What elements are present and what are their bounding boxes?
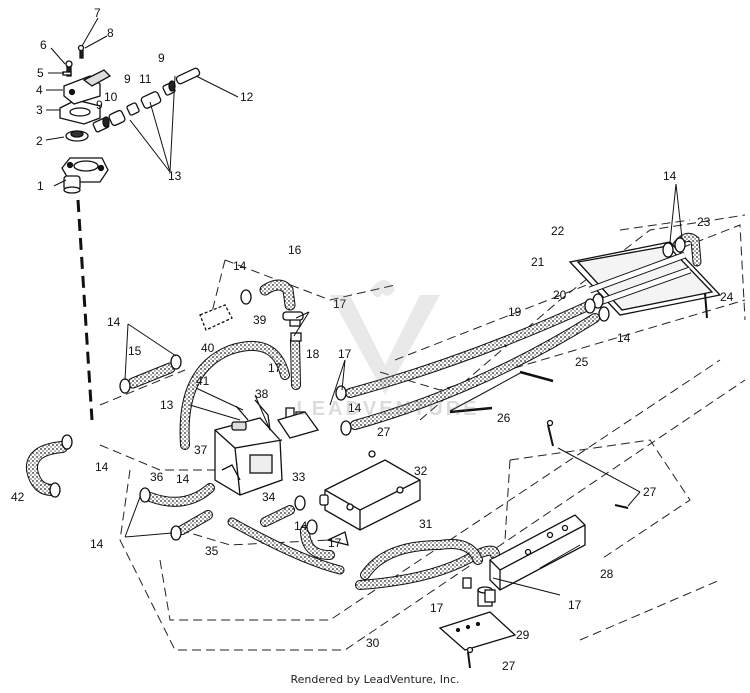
callout-10: 10 [104,90,118,104]
callout-21: 21 [531,255,545,269]
callout-17d: 17 [328,536,342,550]
plate-29 [438,611,517,651]
callout-36: 36 [150,470,164,484]
callout-1: 1 [37,179,44,193]
callout-30: 30 [366,636,380,650]
reservoir-tank [214,417,283,496]
callout-39: 39 [253,313,267,327]
clamps [49,237,686,603]
callout-19: 19 [508,305,522,319]
callout-17e: 17 [430,601,444,615]
callout-9c: 9 [158,51,165,65]
callout-32: 32 [414,464,428,478]
callout-42: 42 [11,490,25,504]
callout-27c: 27 [502,659,516,673]
alignment-line [76,199,94,421]
callout-labels: 1 2 3 4 5 6 7 8 9 9 9 10 11 12 13 13 14 … [11,6,734,673]
callout-37: 37 [194,443,208,457]
frame-outline [99,214,746,651]
callout-22: 22 [551,224,565,238]
callout-13a: 13 [168,169,182,183]
callout-16: 16 [288,243,302,257]
callout-33: 33 [292,470,306,484]
callout-12: 12 [240,90,254,104]
bracket-32 [319,459,421,531]
callout-24: 24 [720,290,734,304]
callout-14e: 14 [90,537,104,551]
callout-23: 23 [697,215,711,229]
callout-38: 38 [255,387,269,401]
callout-17b: 17 [338,347,352,361]
callout-20: 20 [553,288,567,302]
callout-27b: 27 [643,485,657,499]
callout-14h: 14 [617,331,631,345]
callout-14b: 14 [107,315,121,329]
callout-35: 35 [205,544,219,558]
callout-5: 5 [37,66,44,80]
callout-18: 18 [306,347,320,361]
footer-credit: Rendered by LeadVenture, Inc. [290,673,460,686]
callout-15: 15 [128,344,142,358]
callout-11: 11 [139,72,152,86]
callout-14a: 14 [233,259,247,273]
callout-17c: 17 [268,361,282,375]
callout-40: 40 [201,341,215,355]
callout-7: 7 [94,6,101,20]
callout-14i: 14 [663,169,677,183]
bracket-28 [477,514,586,607]
callout-28: 28 [600,567,614,581]
callout-26: 26 [497,411,511,425]
callout-13b: 13 [160,398,174,412]
callout-6: 6 [40,38,47,52]
callout-25: 25 [575,355,589,369]
callout-27a: 27 [377,425,391,439]
callout-9a: 9 [96,98,103,112]
callout-2: 2 [36,134,43,148]
callout-3: 3 [36,103,43,117]
hoses [25,232,702,590]
callout-14g: 14 [348,401,362,415]
hardware [368,292,708,669]
heat-exchanger [568,241,722,322]
callout-34: 34 [262,490,276,504]
callout-17f: 17 [568,598,582,612]
thermostat-housing-assembly [59,44,201,194]
callout-14f: 14 [294,519,308,533]
callout-41: 41 [196,374,210,388]
leader-lines [45,17,683,596]
watermark-text: LEADVENTURE [296,398,480,420]
callout-9b: 9 [124,72,131,86]
callout-17a: 17 [333,297,347,311]
callout-14d: 14 [176,472,190,486]
watermark-logo [330,280,440,395]
callout-4: 4 [36,83,43,97]
callout-29: 29 [516,628,530,642]
callout-31: 31 [419,517,433,531]
callout-14c: 14 [95,460,109,474]
callout-8: 8 [107,26,114,40]
